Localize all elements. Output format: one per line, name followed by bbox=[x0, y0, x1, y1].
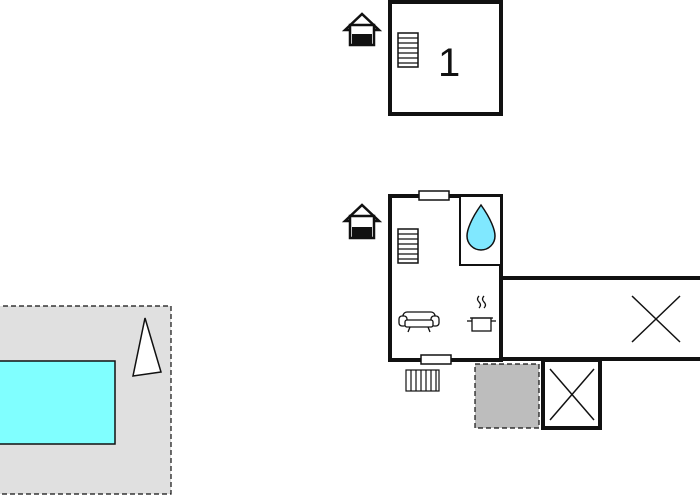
pool-area bbox=[0, 305, 172, 495]
open-corridor bbox=[499, 276, 700, 361]
pool bbox=[0, 360, 116, 445]
sofa-icon bbox=[398, 311, 440, 333]
tree-icon bbox=[132, 317, 162, 377]
window bbox=[418, 190, 450, 201]
window bbox=[420, 354, 452, 365]
house-floor-icon bbox=[341, 203, 383, 240]
house-floor-icon bbox=[341, 12, 383, 47]
radiator-icon bbox=[405, 369, 440, 392]
open-to-above-area bbox=[541, 358, 602, 430]
upper-floor: 1 bbox=[341, 0, 503, 116]
terrace bbox=[474, 363, 540, 429]
stairs-icon bbox=[397, 32, 419, 68]
shower-icon bbox=[466, 203, 496, 251]
ground-floor bbox=[341, 190, 700, 430]
floor-label: 1 bbox=[438, 41, 460, 85]
stairs-icon bbox=[397, 228, 419, 264]
kitchen-pot-icon bbox=[467, 295, 496, 332]
